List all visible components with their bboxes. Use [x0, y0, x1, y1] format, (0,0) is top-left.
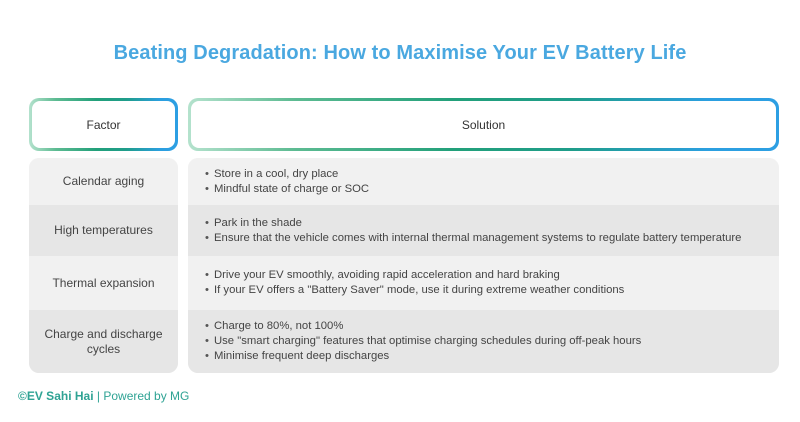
footer-powered-by: Powered by MG: [103, 389, 190, 403]
solution-column-header: Solution: [188, 98, 779, 151]
factor-cell: Calendar aging: [29, 158, 178, 205]
solution-header-label: Solution: [191, 101, 776, 148]
factor-cell: Charge and discharge cycles: [29, 310, 178, 373]
solution-item: Mindful state of charge or SOC: [205, 182, 369, 197]
solution-column: Store in a cool, dry place Mindful state…: [188, 158, 779, 373]
footer-brand: ©EV Sahi Hai: [18, 389, 94, 403]
factor-cell: Thermal expansion: [29, 256, 178, 310]
footer-separator: |: [93, 389, 104, 403]
solution-list: Park in the shade Ensure that the vehicl…: [205, 216, 741, 246]
factor-column-header: Factor: [29, 98, 178, 151]
solution-list: Charge to 80%, not 100% Use "smart charg…: [205, 319, 641, 364]
factor-cell: High temperatures: [29, 205, 178, 256]
page-title: Beating Degradation: How to Maximise You…: [113, 42, 687, 64]
factor-column: Calendar aging High temperatures Thermal…: [29, 158, 178, 373]
solution-cell: Drive your EV smoothly, avoiding rapid a…: [188, 256, 779, 310]
solution-list: Drive your EV smoothly, avoiding rapid a…: [205, 268, 624, 298]
factor-header-label: Factor: [32, 101, 175, 148]
solution-item: Use "smart charging" features that optim…: [205, 334, 641, 349]
solution-item: Park in the shade: [205, 216, 741, 231]
solution-item: Minimise frequent deep discharges: [205, 349, 641, 364]
solution-item: Charge to 80%, not 100%: [205, 319, 641, 334]
solution-cell: Park in the shade Ensure that the vehicl…: [188, 205, 779, 256]
solution-item: Ensure that the vehicle comes with inter…: [205, 231, 741, 246]
solution-item: Drive your EV smoothly, avoiding rapid a…: [205, 268, 624, 283]
solution-item: If your EV offers a "Battery Saver" mode…: [205, 283, 624, 298]
footer-credit: ©EV Sahi Hai | Powered by MG: [18, 389, 189, 403]
solution-list: Store in a cool, dry place Mindful state…: [205, 167, 369, 197]
solution-cell: Charge to 80%, not 100% Use "smart charg…: [188, 310, 779, 373]
solution-cell: Store in a cool, dry place Mindful state…: [188, 158, 779, 205]
solution-item: Store in a cool, dry place: [205, 167, 369, 182]
